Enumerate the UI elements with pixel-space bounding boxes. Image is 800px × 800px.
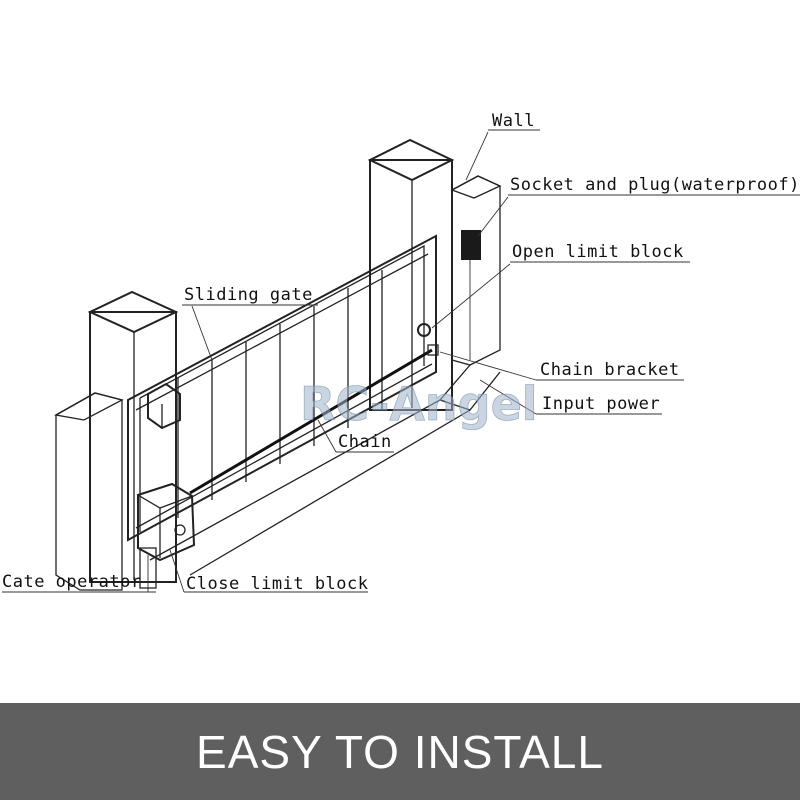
- top-bracket: [147, 382, 181, 430]
- sliding-gate: [127, 234, 437, 542]
- banner-title: EASY TO INSTALL: [196, 725, 604, 778]
- socket-box: [461, 230, 481, 260]
- right-brick-wall: [450, 175, 502, 366]
- open-limit-block: [417, 323, 431, 337]
- chain: [189, 348, 433, 495]
- label-chain: Chain: [338, 432, 392, 452]
- label-sliding-gate: Sliding gate: [184, 285, 313, 305]
- label-wall: Wall: [492, 111, 535, 131]
- label-chain-bracket: Chain bracket: [540, 360, 680, 380]
- label-open-limit-block: Open limit block: [512, 242, 684, 262]
- left-pillar: [87, 290, 179, 583]
- gate-operator-motor: [136, 482, 196, 589]
- installation-diagram: RC-Angel Wall Socket and plug(waterproof…: [2, 111, 800, 594]
- label-gate-operator: Cate operator: [2, 572, 142, 592]
- label-input-power: Input power: [542, 394, 660, 414]
- leader-lines: [2, 129, 800, 593]
- chain-bracket: [427, 344, 439, 356]
- watermark-logo: RC-Angel: [300, 377, 538, 431]
- banner: EASY TO INSTALL: [0, 703, 800, 800]
- ground-rail: [149, 364, 501, 576]
- left-brick-wall: [54, 392, 124, 591]
- label-socket-plug: Socket and plug(waterproof): [510, 175, 800, 195]
- label-close-limit-block: Close limit block: [186, 574, 369, 594]
